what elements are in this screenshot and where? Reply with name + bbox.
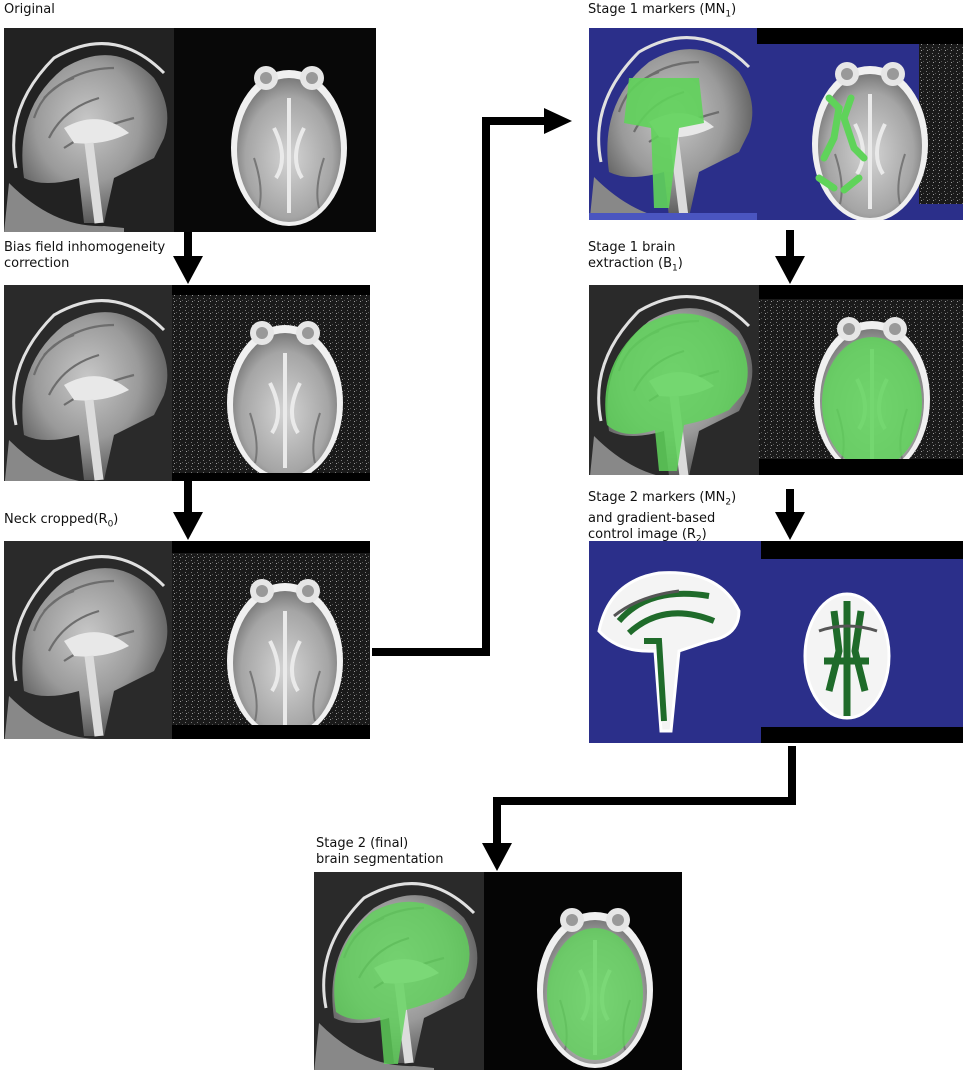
image-stage1-markers — [589, 28, 963, 220]
arrow-original-to-bias — [173, 232, 203, 284]
arrow-stage1-markers-to-brain — [775, 230, 805, 284]
label-s1m-close: ) — [731, 2, 737, 17]
label-final-segmentation: Stage 2 (final) brain segmentation — [316, 836, 443, 868]
label-stage1-markers: Stage 1 markers (MN1) — [588, 2, 736, 23]
label-neck-close: ) — [113, 512, 119, 527]
label-s1b-text: extraction (B — [588, 256, 673, 271]
image-original — [4, 28, 376, 232]
panel-stage1-brain — [589, 285, 963, 475]
label-s1b-close: ) — [677, 256, 683, 271]
label-s1m-sub: 1 — [725, 9, 732, 20]
label-s2m-line3: control image (R2) — [588, 527, 736, 548]
label-s2m-text1: Stage 2 markers (MN — [588, 490, 726, 505]
label-s2m-close1: ) — [731, 490, 737, 505]
label-s2m-close3: ) — [701, 526, 707, 542]
label-s1m-text: Stage 1 markers (MN — [588, 2, 726, 17]
panel-neck-cropped — [4, 541, 370, 739]
panel-stage2-markers — [589, 541, 963, 743]
label-final-line2: brain segmentation — [316, 852, 444, 867]
image-final-segmentation — [314, 872, 682, 1070]
label-s1b-line1: Stage 1 brain — [588, 240, 676, 255]
image-stage1-brain — [589, 285, 963, 475]
arrow-stage2-markers-to-final — [482, 746, 796, 871]
arrow-bias-to-neck — [173, 481, 203, 540]
image-bias-corrected — [4, 285, 370, 481]
label-stage1-brain: Stage 1 brain extraction (B1) — [588, 240, 683, 277]
label-s2m-text3: control image (R — [588, 526, 696, 542]
label-bias-line2: correction — [4, 256, 70, 271]
label-s1b-line2: extraction (B1) — [588, 256, 683, 277]
label-s2m-line1: Stage 2 markers (MN2) — [588, 490, 736, 511]
panel-original — [4, 28, 376, 232]
label-neck-text: Neck cropped(R — [4, 512, 108, 527]
label-stage2-markers: Stage 2 markers (MN2) and gradient-based… — [588, 490, 736, 547]
label-s1b-sub: 1 — [672, 263, 678, 274]
label-neck-sub: 0 — [107, 519, 114, 530]
panel-final-segmentation — [314, 872, 682, 1070]
label-s2m-line2: and gradient-based — [588, 510, 716, 526]
image-neck-cropped — [4, 541, 370, 739]
label-neck-cropped: Neck cropped(R0) — [4, 512, 118, 533]
label-original: Original — [4, 2, 55, 17]
panel-bias-corrected — [4, 285, 370, 481]
image-stage2-markers — [589, 541, 963, 743]
label-bias-line1: Bias field inhomogeneity — [4, 240, 166, 255]
arrow-neck-to-stage1-markers — [372, 108, 572, 656]
arrow-stage1-brain-to-stage2-markers — [775, 489, 805, 540]
label-s2m-sub1: 2 — [725, 497, 732, 508]
label-s2m-sub3: 2 — [695, 534, 702, 545]
label-final-line1: Stage 2 (final) — [316, 836, 409, 851]
panel-stage1-markers — [589, 28, 963, 220]
label-bias-correction: Bias field inhomogeneity correction — [4, 240, 165, 272]
